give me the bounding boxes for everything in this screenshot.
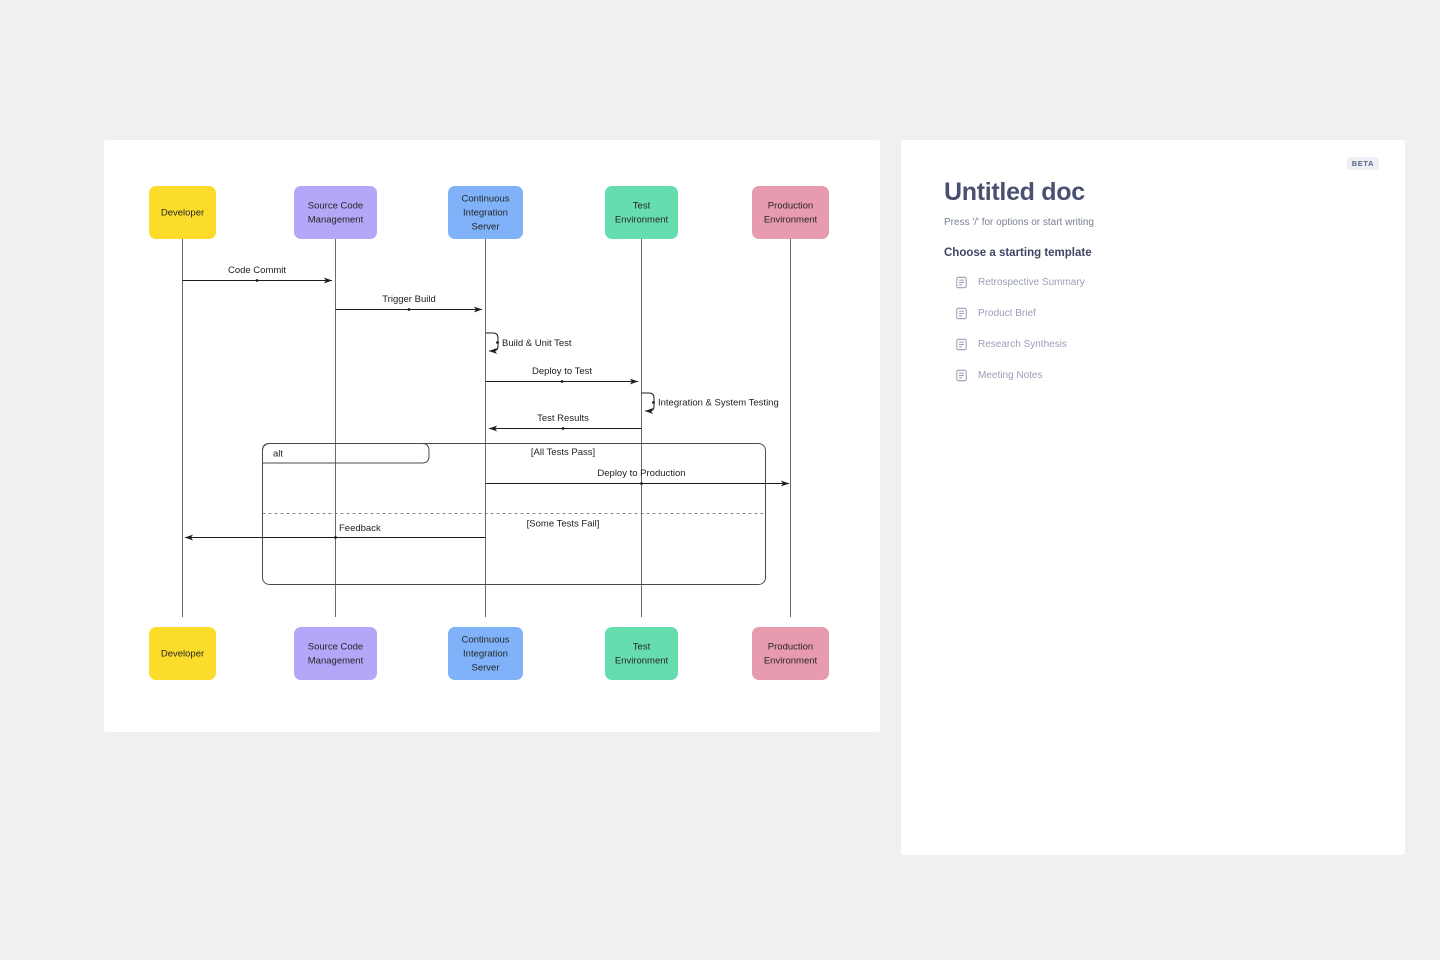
message-code-commit[interactable]: Code Commit (182, 265, 333, 284)
participant-box-scm-bottom[interactable]: Source Code Management (294, 627, 377, 680)
participant-label: Production (768, 642, 813, 653)
participant-box-ci-top[interactable]: Continuous Integration Server (448, 186, 523, 239)
message-label: Deploy to Production (597, 468, 685, 479)
template-item-research-synthesis[interactable]: Research Synthesis (944, 333, 1364, 355)
lifelines (182, 239, 791, 617)
document-icon (956, 276, 967, 288)
message-trigger-build[interactable]: Trigger Build (335, 294, 483, 313)
participant-label: Management (308, 215, 364, 226)
alt-guard-pass: [All Tests Pass] (531, 447, 595, 458)
sequence-diagram[interactable]: Developer Source Code Management Continu… (104, 140, 880, 732)
document-editor-panel[interactable]: BETA Untitled doc Press '/' for options … (901, 140, 1405, 855)
participant-label: Environment (764, 215, 818, 226)
participant-label: Source Code (308, 642, 363, 653)
participant-label: Developer (161, 649, 204, 660)
message-deploy-to-test[interactable]: Deploy to Test (485, 366, 639, 385)
message-label: Build & Unit Test (502, 338, 572, 349)
participant-label: Continuous (461, 635, 509, 646)
participant-label: Test (633, 201, 651, 212)
message-label: Integration & System Testing (658, 398, 779, 409)
message-label: Feedback (339, 523, 381, 534)
message-feedback[interactable]: Feedback (184, 523, 486, 541)
participant-label: Server (472, 663, 500, 674)
alt-fragment[interactable]: alt [All Tests Pass] [Some Tests Fail] (262, 443, 766, 585)
message-deploy-to-production[interactable]: Deploy to Production (485, 468, 790, 487)
template-item-label: Retrospective Summary (978, 276, 1085, 288)
participant-box-scm-top[interactable]: Source Code Management (294, 186, 377, 239)
document-icon (956, 338, 967, 350)
template-item-label: Research Synthesis (978, 338, 1067, 350)
participant-label: Environment (615, 656, 669, 667)
editor-placeholder-hint[interactable]: Press '/' for options or start writing (944, 217, 1094, 228)
participant-box-test-bottom[interactable]: Test Environment (605, 627, 678, 680)
participant-box-test-top[interactable]: Test Environment (605, 186, 678, 239)
alt-guard-fail: [Some Tests Fail] (527, 519, 600, 530)
participant-label: Environment (615, 215, 669, 226)
participant-label: Test (633, 642, 651, 653)
participant-box-ci-bottom[interactable]: Continuous Integration Server (448, 627, 523, 680)
template-item-meeting-notes[interactable]: Meeting Notes (944, 364, 1364, 386)
template-item-label: Meeting Notes (978, 369, 1043, 381)
participant-label: Environment (764, 656, 818, 667)
message-label: Test Results (537, 413, 589, 424)
document-icon (956, 369, 967, 381)
message-label: Code Commit (228, 265, 286, 276)
document-body: Untitled doc Press '/' for options or st… (944, 178, 1364, 395)
participant-label: Continuous (461, 194, 509, 205)
template-item-product-brief[interactable]: Product Brief (944, 302, 1364, 324)
participant-label: Integration (463, 208, 508, 219)
template-section-heading: Choose a starting template (944, 247, 1092, 259)
participant-box-prod-bottom[interactable]: Production Environment (752, 627, 829, 680)
message-test-results[interactable]: Test Results (488, 413, 642, 432)
participant-label: Source Code (308, 201, 363, 212)
diagram-canvas-panel[interactable]: Developer Source Code Management Continu… (104, 140, 880, 732)
participant-label: Server (472, 222, 500, 233)
participant-label: Management (308, 656, 364, 667)
message-build-unit-test[interactable]: Build & Unit Test (485, 332, 572, 355)
participant-label: Integration (463, 649, 508, 660)
message-integration-system-testing[interactable]: Integration & System Testing (641, 392, 779, 415)
participant-box-prod-top[interactable]: Production Environment (752, 186, 829, 239)
template-item-label: Product Brief (978, 307, 1036, 319)
participant-box-dev-bottom[interactable]: Developer (149, 627, 216, 680)
participant-box-dev-top[interactable]: Developer (149, 186, 216, 239)
beta-badge: BETA (1346, 157, 1379, 170)
participant-label: Production (768, 201, 813, 212)
message-label: Deploy to Test (532, 366, 592, 377)
participant-label: Developer (161, 208, 204, 219)
document-icon (956, 307, 967, 319)
message-label: Trigger Build (382, 294, 436, 305)
alt-operator-label: alt (273, 449, 283, 460)
template-list: Retrospective Summary Product Brief (944, 271, 1364, 386)
document-title[interactable]: Untitled doc (944, 178, 1085, 206)
template-item-retrospective-summary[interactable]: Retrospective Summary (944, 271, 1364, 293)
